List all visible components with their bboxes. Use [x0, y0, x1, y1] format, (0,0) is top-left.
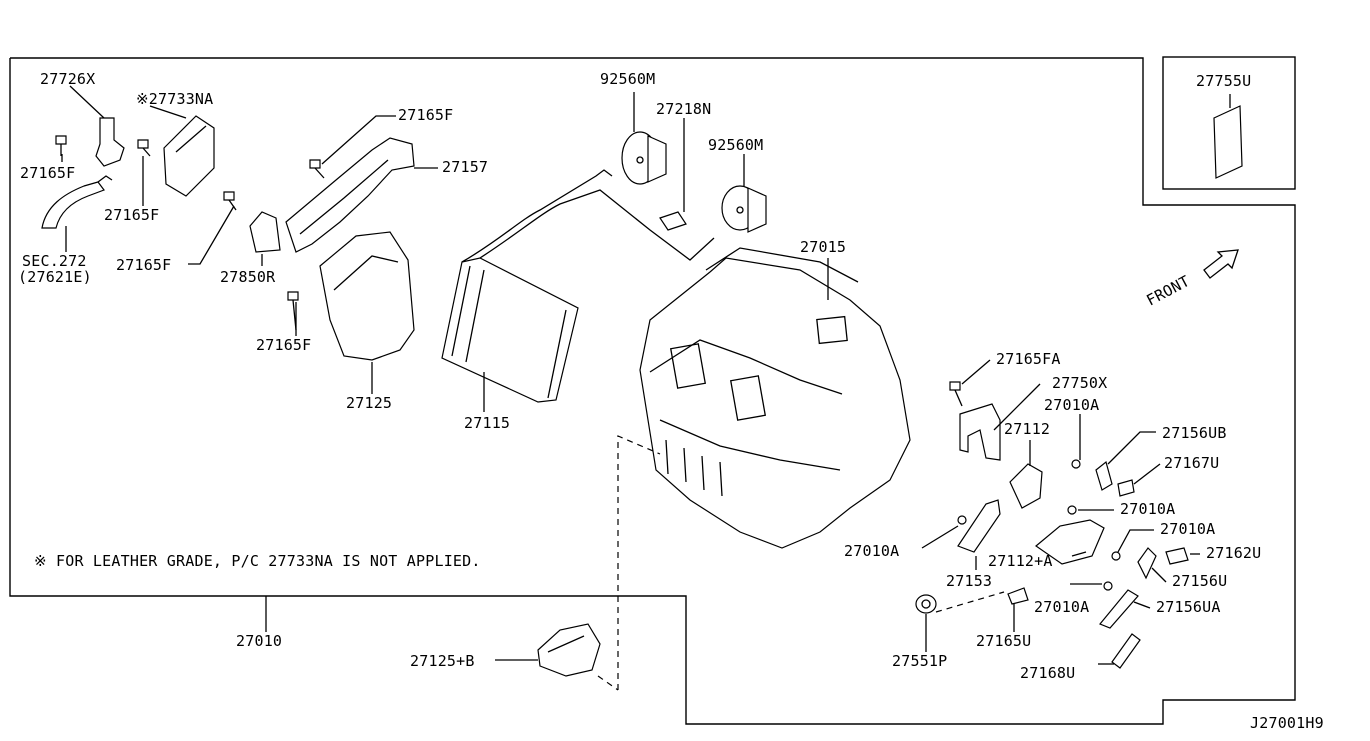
actuator-27733na[interactable]	[163, 115, 215, 197]
callout-sec272: SEC.272	[22, 252, 87, 270]
duct-27125[interactable]	[319, 231, 415, 361]
bolt-icon[interactable]	[223, 191, 237, 211]
callout-27125: 27125	[346, 394, 392, 412]
dashed-leader	[935, 591, 1005, 613]
callout-27733na: ※27733NA	[136, 90, 213, 108]
bolt-icon[interactable]	[137, 139, 151, 157]
callout-27168u: 27168U	[1020, 664, 1075, 682]
bracket-27750x[interactable]	[959, 403, 1001, 461]
front-label: FRONT	[1143, 272, 1192, 310]
callout-92560m: 92560M	[708, 136, 763, 154]
actuator-27112[interactable]	[1009, 463, 1043, 509]
duct-27157[interactable]	[285, 137, 415, 253]
lever-27168u[interactable]	[1111, 633, 1141, 669]
note-text: ※ FOR LEATHER GRADE, P/C 27733NA IS NOT …	[34, 552, 481, 570]
clip-27165u[interactable]	[1007, 587, 1029, 605]
callout-27010a: 27010A	[1160, 520, 1215, 538]
callout-27015: 27015	[800, 238, 846, 256]
sensor-27726x[interactable]	[41, 117, 125, 229]
callout-27156ub: 27156UB	[1162, 424, 1227, 442]
callout-27165f: 27165F	[104, 206, 159, 224]
callout-92560m: 92560M	[600, 70, 655, 88]
callout-27010a: 27010A	[1034, 598, 1089, 616]
screw-icon[interactable]	[1067, 505, 1077, 515]
callout-27010a: 27010A	[844, 542, 899, 560]
lever-27156ub[interactable]	[1095, 460, 1113, 491]
screw-icon[interactable]	[1071, 459, 1081, 469]
bolt-icon[interactable]	[55, 135, 67, 156]
grommet-92560m[interactable]	[721, 185, 767, 233]
link-27153[interactable]	[957, 499, 1001, 553]
callout-27112a: 27112+A	[988, 552, 1053, 570]
link-27167u[interactable]	[1117, 479, 1135, 497]
callout-sec272-ref: (27621E)	[18, 268, 92, 286]
assembly-outline	[9, 57, 1296, 725]
callout-27165f: 27165F	[256, 336, 311, 354]
grommet-27551p[interactable]	[915, 594, 937, 614]
callout-27165f: 27165F	[398, 106, 453, 124]
actuator-27112a[interactable]	[1035, 519, 1105, 565]
grommet-92560m[interactable]	[621, 131, 667, 185]
callout-27157: 27157	[442, 158, 488, 176]
screw-icon[interactable]	[1103, 581, 1113, 591]
duct-27125b[interactable]	[537, 623, 601, 677]
clip-27218n[interactable]	[659, 211, 687, 231]
callout-27156u: 27156U	[1172, 572, 1227, 590]
callout-27218n: 27218N	[656, 100, 711, 118]
callout-27010a: 27010A	[1044, 396, 1099, 414]
dashed-leader	[597, 675, 619, 691]
front-arrow-icon	[1203, 249, 1239, 279]
callout-27112: 27112	[1004, 420, 1050, 438]
inset-box	[1162, 56, 1296, 190]
callout-27167u: 27167U	[1164, 454, 1219, 472]
callout-27726x: 27726X	[40, 70, 95, 88]
callout-27551p: 27551P	[892, 652, 947, 670]
lever-27156u[interactable]	[1137, 547, 1157, 580]
heater-core-27115[interactable]	[441, 169, 715, 403]
callout-27165u: 27165U	[976, 632, 1031, 650]
callout-27010: 27010	[236, 632, 282, 650]
callout-27850r: 27850R	[220, 268, 276, 286]
dashed-leader	[617, 435, 661, 690]
diagram-code: J27001H9	[1250, 714, 1324, 732]
bolt-icon[interactable]	[949, 381, 963, 407]
hvac-housing-27015[interactable]	[639, 247, 911, 549]
callout-27115: 27115	[464, 414, 510, 432]
filter-27755u[interactable]	[1213, 105, 1243, 179]
callout-27010a: 27010A	[1120, 500, 1175, 518]
callout-27162u: 27162U	[1206, 544, 1261, 562]
callout-27755u: 27755U	[1196, 72, 1251, 90]
callout-27750x: 27750X	[1052, 374, 1107, 392]
callout-27165f: 27165F	[116, 256, 171, 274]
callout-27165f: 27165F	[20, 164, 75, 182]
screw-icon[interactable]	[1111, 551, 1121, 561]
callout-27153: 27153	[946, 572, 992, 590]
bracket-27850r[interactable]	[249, 211, 281, 253]
screw-icon[interactable]	[957, 515, 967, 525]
callout-27156ua: 27156UA	[1156, 598, 1221, 616]
callout-27125b: 27125+B	[410, 652, 475, 670]
lever-27162u[interactable]	[1165, 547, 1189, 565]
bolt-icon[interactable]	[309, 159, 325, 179]
leader-lines	[61, 85, 1231, 665]
lever-27156ua[interactable]	[1099, 589, 1139, 629]
callout-27165fa: 27165FA	[996, 350, 1061, 368]
